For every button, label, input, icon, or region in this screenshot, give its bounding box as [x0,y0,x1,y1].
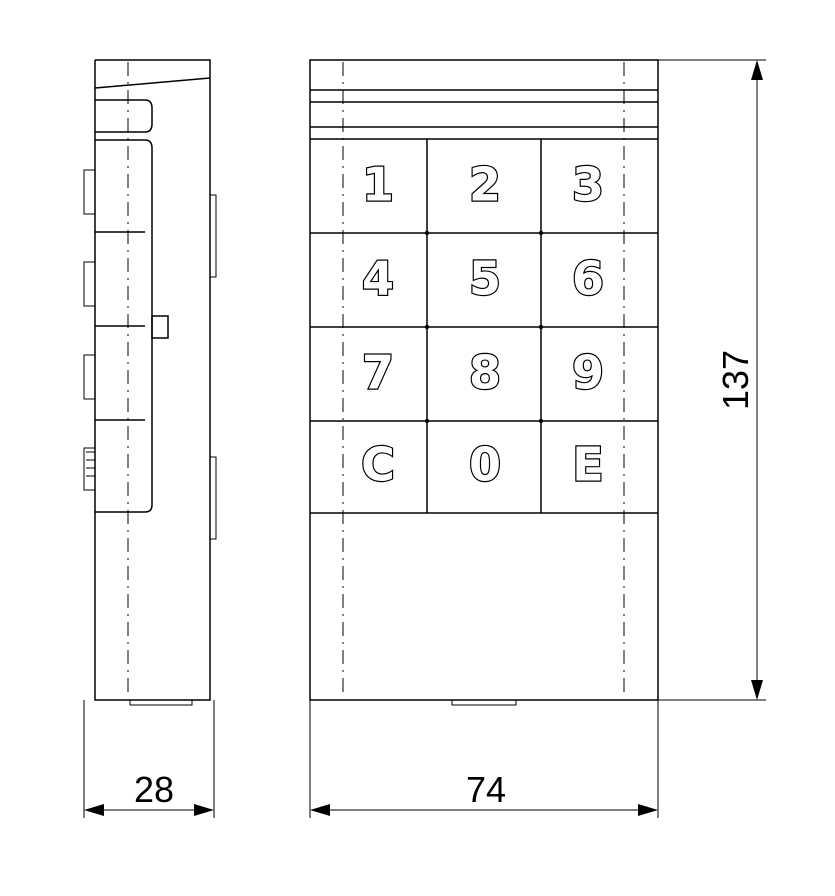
key-7: 7 [362,346,394,400]
front-view: 1 2 3 4 5 6 7 8 9 C 0 E [309,59,659,706]
key-e: E [572,438,603,492]
key-3: 3 [572,158,604,212]
dimension-width: 74 [309,700,659,818]
dimension-depth-label: 28 [134,769,174,810]
key-8: 8 [469,346,501,400]
key-1: 1 [362,158,394,212]
key-4: 4 [362,252,394,306]
side-view [83,59,217,706]
dimension-depth: 28 [83,700,215,818]
key-5: 5 [469,252,501,306]
key-c: C [361,438,395,492]
key-0: 0 [469,438,501,492]
dimension-width-label: 74 [466,769,506,810]
key-6: 6 [572,252,604,306]
key-2: 2 [469,158,501,212]
dimension-height-label: 137 [715,350,756,410]
dimension-height: 137 [658,59,766,701]
key-9: 9 [572,346,604,400]
